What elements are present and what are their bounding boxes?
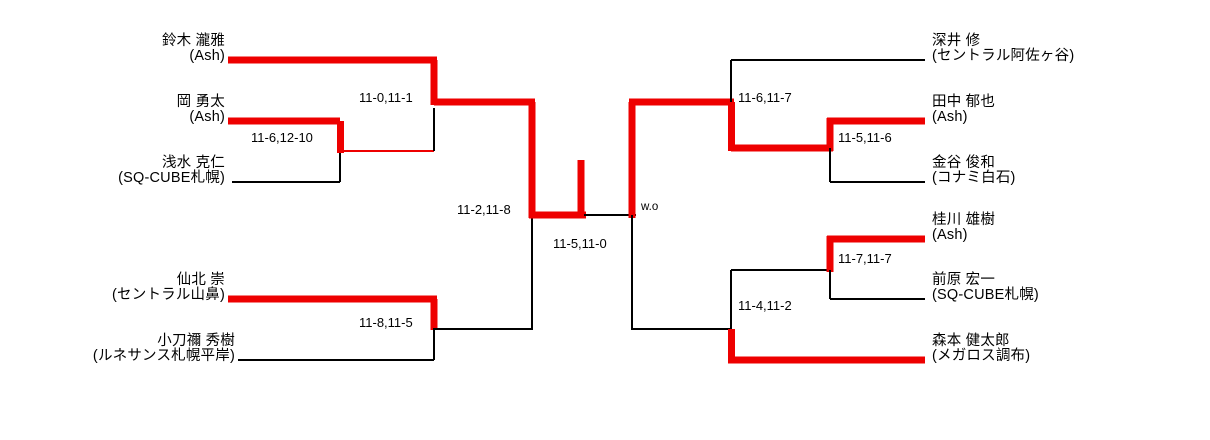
player-senboku: 仙北 崇 (セントラル山鼻) <box>15 272 225 304</box>
player-club: (セントラル山鼻) <box>112 287 225 304</box>
player-name: 岡 勇太 <box>176 94 225 110</box>
score-left-bottom: 11-8,11-5 <box>359 315 413 330</box>
player-tanaka: 田中 郁也 (Ash) <box>932 94 1202 126</box>
player-name: 前原 宏一 <box>932 272 996 288</box>
player-name: 森本 健太郎 <box>932 333 1010 349</box>
score-right-quarterfinal-bottom: 11-7,11-7 <box>838 251 892 266</box>
player-oka: 岡 勇太 (Ash) <box>25 94 225 126</box>
player-asamizu: 浅水 克仁 (SQ-CUBE札幌) <box>15 155 225 187</box>
player-club: (Ash) <box>932 109 968 126</box>
score-right-quarterfinal-top: 11-5,11-6 <box>838 130 892 145</box>
player-name: 桂川 雄樹 <box>932 212 996 228</box>
player-fukai: 深井 修 (セントラル阿佐ヶ谷) <box>932 33 1202 65</box>
player-club: (Ash) <box>932 227 968 244</box>
player-club: (Ash) <box>189 109 225 126</box>
player-name: 金谷 俊和 <box>932 155 996 171</box>
player-name: 浅水 克仁 <box>161 155 225 171</box>
player-club: (Ash) <box>189 48 225 65</box>
player-katsuragawa: 桂川 雄樹 (Ash) <box>932 212 1202 244</box>
score-left-round1: 11-6,12-10 <box>251 130 313 145</box>
player-club: (ルネサンス札幌平岸) <box>92 348 235 365</box>
player-club: (メガロス調布) <box>932 348 1031 365</box>
player-suzuki: 鈴木 瀧雅 (Ash) <box>25 33 225 65</box>
player-name: 鈴木 瀧雅 <box>161 33 225 49</box>
player-club: (SQ-CUBE札幌) <box>932 287 1039 304</box>
player-name: 深井 修 <box>932 33 981 49</box>
player-morimoto: 森本 健太郎 (メガロス調布) <box>932 333 1202 365</box>
score-left-semifinal: 11-2,11-8 <box>457 202 511 217</box>
score-left-quarterfinal-top: 11-0,11-1 <box>359 90 413 105</box>
player-maehara: 前原 宏一 (SQ-CUBE札幌) <box>932 272 1202 304</box>
player-club: (SQ-CUBE札幌) <box>118 170 225 187</box>
score-right-semifinal: 11-6,11-7 <box>738 90 792 105</box>
player-kotone: 小刀禰 秀樹 (ルネサンス札幌平岸) <box>5 333 235 365</box>
player-club: (セントラル阿佐ヶ谷) <box>932 48 1075 65</box>
score-right-bottom-semifinal: 11-4,11-2 <box>738 298 792 313</box>
player-name: 仙北 崇 <box>176 272 225 288</box>
player-club: (コナミ白石) <box>932 170 1016 187</box>
player-name: 小刀禰 秀樹 <box>157 333 235 349</box>
score-final-walkover: w.o <box>641 201 659 213</box>
score-final: 11-5,11-0 <box>553 236 607 251</box>
player-name: 田中 郁也 <box>932 94 996 110</box>
player-kanaya: 金谷 俊和 (コナミ白石) <box>932 155 1202 187</box>
